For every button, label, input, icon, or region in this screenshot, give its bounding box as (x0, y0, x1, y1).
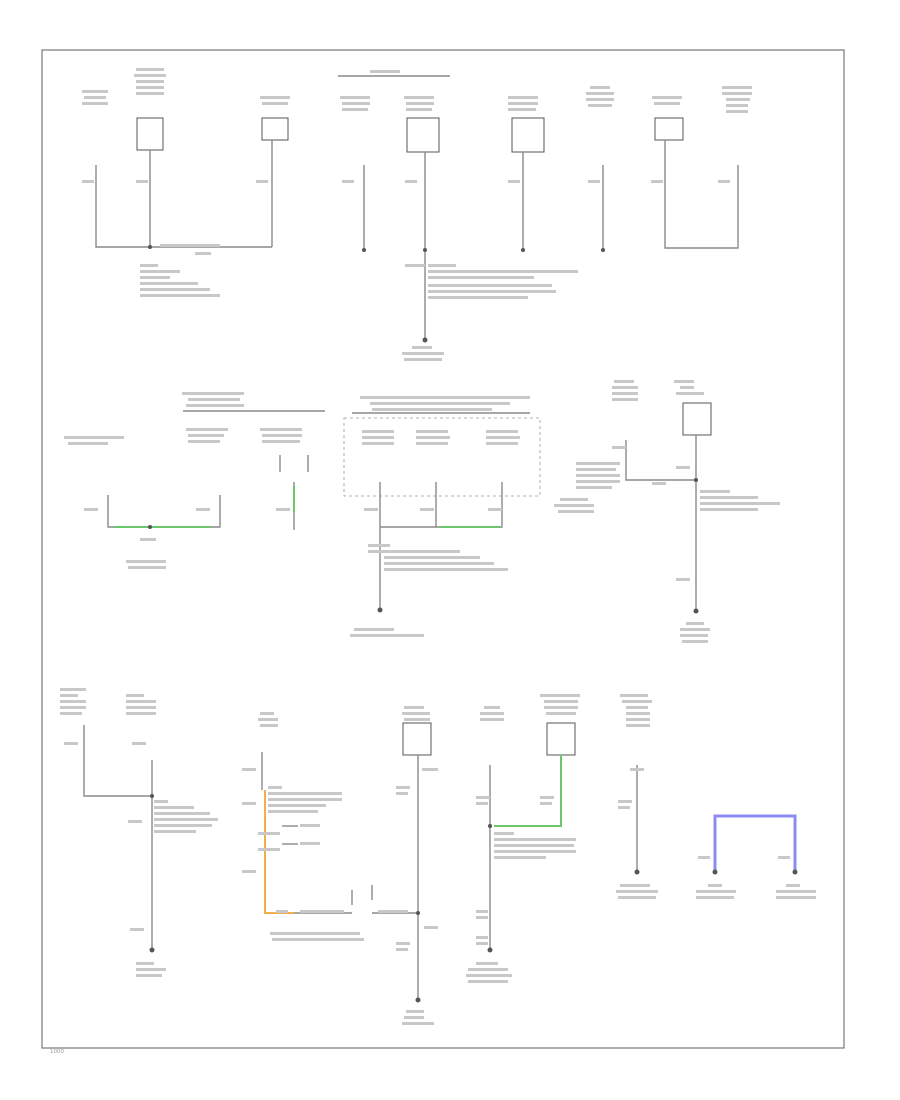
ground-marker (148, 245, 152, 249)
ground-marker (521, 248, 525, 252)
connector-group-box (343, 417, 541, 497)
component-box (402, 722, 432, 756)
top-section (82, 68, 752, 361)
component-box (511, 117, 545, 153)
component-box (406, 117, 440, 153)
component-box (261, 117, 289, 141)
ground-marker (362, 248, 366, 252)
middle-section (64, 380, 780, 643)
component-box (136, 117, 164, 151)
illegible-label-blocks (64, 380, 780, 643)
bottom-section (60, 688, 816, 1025)
diagram-frame (41, 49, 845, 1049)
ground-marker (422, 337, 428, 343)
illegible-label-blocks (60, 688, 816, 1025)
illegible-label-blocks (82, 68, 752, 361)
component-box (682, 402, 712, 436)
component-box (546, 722, 576, 756)
page-id-label: 1000 (50, 1049, 64, 1055)
ground-marker (601, 248, 605, 252)
component-box (654, 117, 684, 141)
ground-marker (423, 248, 427, 252)
